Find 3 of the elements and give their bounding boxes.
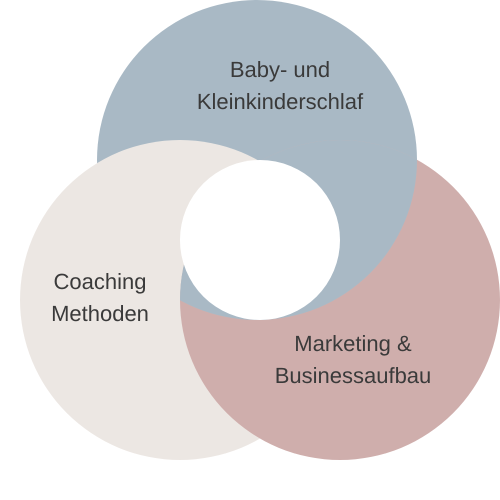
circle-label: Baby- und Kleinkinderschlaf — [196, 56, 364, 116]
circle-label: Coaching Methoden — [50, 268, 150, 328]
circle-label: Marketing & Businessaufbau — [274, 330, 432, 390]
